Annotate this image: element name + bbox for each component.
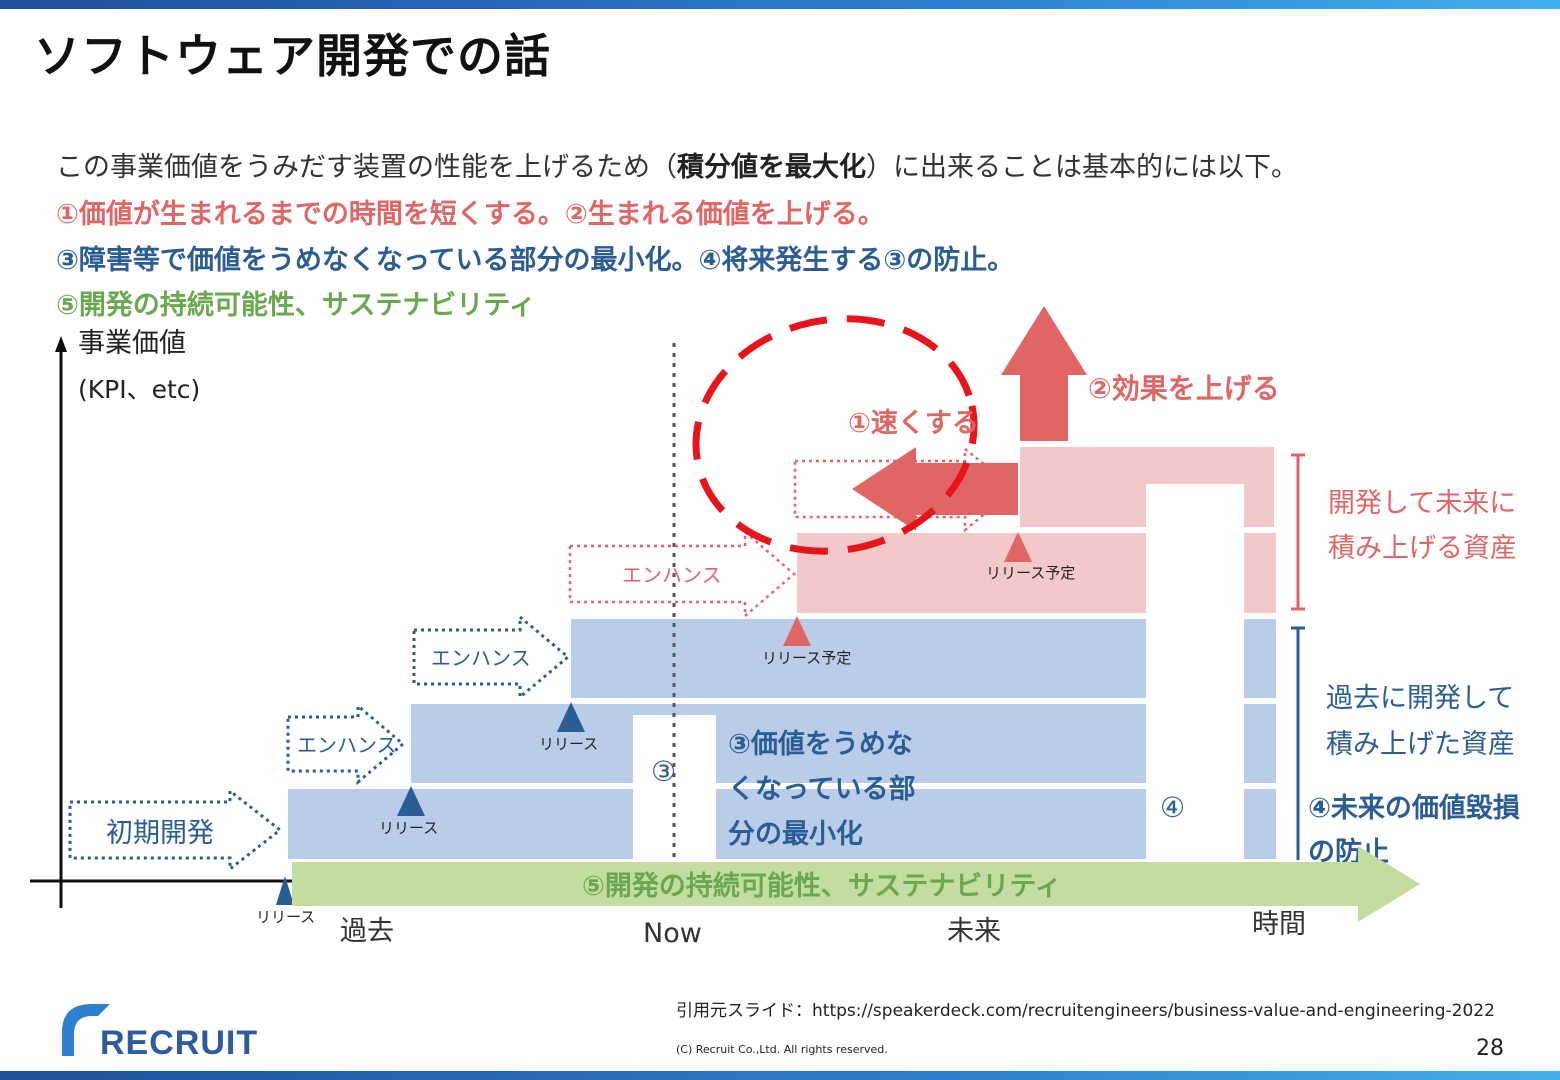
enhance-arrow-2	[412, 613, 571, 701]
release-marker-1	[276, 876, 294, 905]
initial-dev-label: 初期開発	[106, 818, 214, 849]
enhance-label-2: エンハンス	[431, 646, 531, 670]
layer-initial	[288, 789, 1146, 859]
minimize-label-2: くなっている部	[728, 773, 916, 805]
layer-enhance-2-end	[1244, 619, 1276, 698]
speed-up-label: ①速くする	[848, 408, 979, 439]
future-assets-label-2: 積み上げる資産	[1328, 533, 1517, 564]
release-planned-marker-1	[783, 616, 811, 646]
recruit-logo-mark	[62, 1004, 110, 1056]
intro-post: ）に出来ることは基本的には以下。	[866, 152, 1298, 183]
gap-4	[1146, 484, 1244, 860]
minimize-label-3: 分の最小化	[728, 819, 863, 850]
release-marker-2	[397, 786, 425, 816]
release-planned-label-2: リリース予定	[986, 564, 1075, 582]
intro-line: この事業価値をうみだす装置の性能を上げるため（積分値を最大化）に出来ることは基本…	[56, 145, 1298, 184]
page-title: ソフトウェア開発での話	[34, 29, 551, 83]
point-5: ⑤開発の持続可能性、サステナビリティ	[56, 290, 536, 321]
layer-enhance-1-end	[1244, 704, 1276, 783]
top-accent-bar	[0, 0, 1560, 9]
future-assets-label-1: 開発して未来に	[1328, 488, 1516, 519]
initial-dev-arrow	[68, 787, 283, 873]
enhance-arrow-3	[568, 529, 796, 619]
release-marker-3	[557, 702, 585, 732]
y-axis-arrowhead	[55, 336, 67, 352]
release-planned-label-1: リリース予定	[762, 649, 851, 667]
past-assets-label-1: 過去に開発して	[1326, 683, 1514, 714]
layer-future-2-end	[1244, 484, 1274, 527]
prevent-label-1: ④未来の価値毀損	[1308, 793, 1520, 824]
speed-up-arrow	[852, 447, 1018, 531]
enhance-label-1: エンハンス	[297, 733, 397, 757]
x-label-now: Now	[643, 918, 702, 949]
copyright: (C) Recruit Co.,Ltd. All rights reserved…	[676, 1043, 888, 1056]
minimize-label-1: ③価値をうめな	[728, 729, 913, 760]
release-label-1: リリース	[256, 908, 315, 926]
raise-effect-label: ②効果を上げる	[1088, 372, 1280, 405]
citation: 引用元スライド：https://speakerdeck.com/recruite…	[676, 996, 1495, 1021]
layer-future-2	[1020, 447, 1146, 527]
enhance-label-3: エンハンス	[622, 563, 722, 587]
intro-bold: 積分値を最大化	[677, 152, 866, 183]
citation-url[interactable]: https://speakerdeck.com/recruitengineers…	[812, 1001, 1495, 1021]
sustainability-label: ⑤開発の持続可能性、サステナビリティ	[582, 870, 1062, 902]
y-axis-label-1: 事業価値	[78, 328, 186, 359]
layer-enhance-2	[571, 619, 1146, 698]
x-label-time: 時間	[1252, 909, 1306, 940]
release-label-2: リリース	[379, 819, 438, 837]
past-assets-label-2: 積み上げた資産	[1326, 729, 1515, 760]
layer-future-1-end	[1244, 533, 1276, 613]
y-axis-label-2: (KPI、etc)	[78, 375, 200, 404]
release-label-3: リリース	[539, 735, 598, 753]
raise-effect-arrow	[1001, 306, 1087, 441]
enhance-arrow-1	[286, 702, 406, 786]
x-label-future: 未来	[947, 916, 1001, 947]
point-3-4: ③障害等で価値をうめなくなっている部分の最小化。④将来発生する③の防止。	[56, 245, 1015, 276]
layer-future-1	[797, 533, 1146, 613]
citation-label: 引用元スライド：	[676, 1001, 812, 1021]
page-number: 28	[1476, 1036, 1504, 1061]
layer-future-2-top	[1146, 447, 1274, 484]
sustainability-arrow	[292, 846, 1420, 922]
intro-pre: この事業価値をうみだす装置の性能を上げるため（	[56, 152, 677, 183]
x-label-past: 過去	[340, 916, 394, 947]
release-planned-marker-2	[1004, 532, 1032, 562]
recruit-logo-text: RECRUIT	[100, 1024, 259, 1062]
gap-3-label: ③	[651, 755, 676, 788]
layer-enhance-1	[411, 704, 1146, 783]
layer-initial-end	[1244, 789, 1276, 859]
gap-4-label: ④	[1160, 791, 1185, 824]
bottom-accent-bar	[0, 1071, 1560, 1080]
point-1-2: ①価値が生まれるまでの時間を短くする。②生まれる価値を上げる。	[56, 199, 885, 230]
speed-up-highlight-circle	[692, 315, 978, 555]
